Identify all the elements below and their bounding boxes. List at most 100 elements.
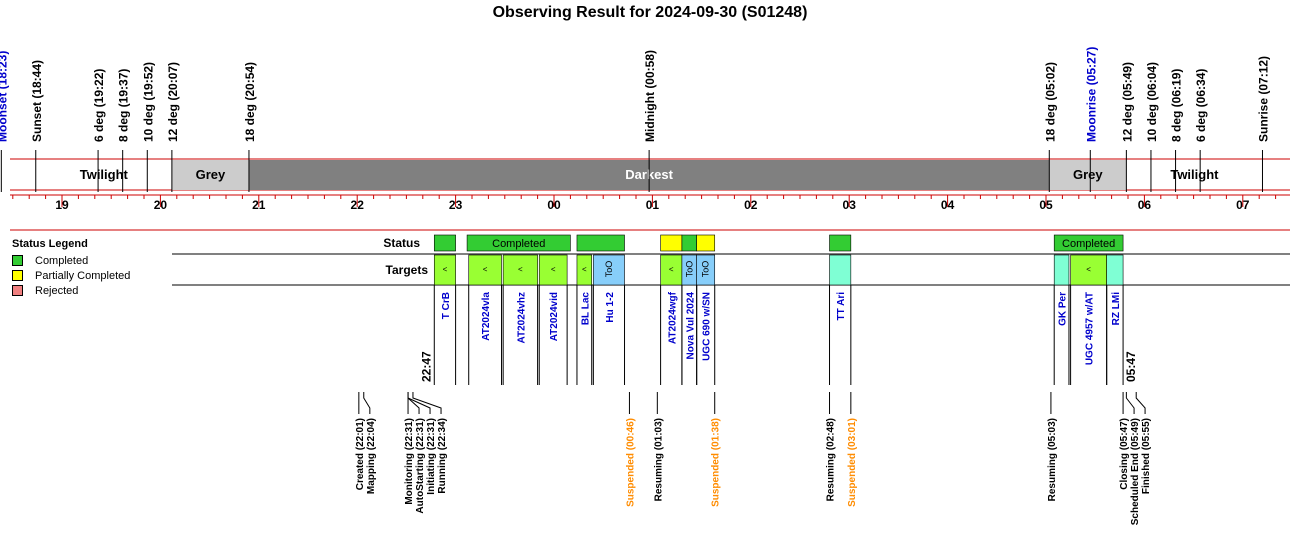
target-block [1070, 254, 1107, 286]
legend-swatch-rejected [12, 285, 23, 296]
target-name-label: UGC 690 w/SN [702, 292, 713, 361]
target-name-label: T CrB [441, 292, 452, 319]
target-block [538, 254, 568, 286]
status-legend: Status Legend Completed Partially Comple… [12, 238, 130, 298]
hour-label: 01 [646, 198, 660, 212]
hour-label: 00 [547, 198, 561, 212]
target-name-label: AT2024vid [549, 292, 560, 341]
bottom-event-label: Resuming (05:03) [1047, 418, 1058, 501]
bottom-event-label: Suspended (03:01) [847, 418, 858, 507]
top-event-label: Sunrise (07:12) [1256, 56, 1270, 142]
status-block [433, 234, 456, 252]
top-event-label: Midnight (00:58) [643, 50, 657, 142]
top-event-label: 6 deg (19:22) [92, 69, 106, 142]
target-block-glyph: < [483, 265, 488, 274]
top-event-label: 18 deg (05:02) [1043, 62, 1057, 142]
target-block [1053, 254, 1070, 286]
legend-label: Partially Completed [35, 269, 131, 282]
legend-label: Completed [35, 254, 89, 267]
status-block [1053, 234, 1124, 252]
top-event-label: 10 deg (19:52) [141, 62, 155, 142]
top-event-label: 12 deg (05:49) [1120, 62, 1134, 142]
top-event-label: 10 deg (06:04) [1145, 62, 1159, 142]
band-grey [171, 160, 249, 190]
status-row-label: Status [383, 236, 420, 250]
hour-label: 22 [351, 198, 365, 212]
target-block-glyph: ToO [684, 261, 694, 278]
target-name-label: Nova Vul 2024 [685, 292, 696, 360]
top-event-label: 8 deg (19:37) [117, 69, 131, 142]
top-event-label: 8 deg (06:19) [1170, 69, 1184, 142]
target-block [468, 254, 502, 286]
band-grey [1049, 160, 1127, 190]
hour-label: 04 [941, 198, 955, 212]
target-block [593, 254, 625, 286]
target-name-label: RZ LMi [1111, 292, 1122, 326]
target-name-label: AT2024vla [481, 292, 492, 341]
band-label: Twilight [80, 167, 129, 182]
target-block-glyph: < [669, 265, 674, 274]
hour-label: 21 [252, 198, 266, 212]
hour-label: 03 [843, 198, 857, 212]
target-name-label: AT2024vhz [516, 292, 527, 344]
bottom-event-leader [412, 392, 442, 414]
status-block [466, 234, 571, 252]
chart-title: Observing Result for 2024-09-30 (S01248) [492, 4, 808, 21]
legend-swatch-completed [12, 255, 23, 266]
time-mark-label: 22:47 [419, 351, 433, 382]
target-name-label: AT2024wgf [667, 291, 678, 344]
bottom-event-leader [407, 392, 420, 414]
bottom-event-label: Resuming (02:48) [826, 418, 837, 501]
target-block-glyph: ToO [604, 261, 614, 278]
target-name-label: TT Ari [836, 292, 847, 321]
top-event-label: 18 deg (20:54) [243, 62, 257, 142]
bottom-event-label: Running (22:34) [437, 418, 448, 494]
bottom-event-label: Mapping (22:04) [366, 418, 377, 494]
band-label: Twilight [1170, 167, 1219, 182]
status-block-label: Completed [492, 238, 545, 250]
status-block [576, 234, 625, 252]
status-block [829, 234, 852, 252]
band-label: Grey [196, 167, 226, 182]
status-block [681, 234, 697, 252]
bottom-event-label: Created (22:01) [355, 418, 366, 490]
time-mark-label: 05:47 [1124, 351, 1138, 382]
target-name-label: UGC 4957 w/AT [1085, 292, 1096, 365]
hour-label: 23 [449, 198, 463, 212]
hour-label: 06 [1138, 198, 1152, 212]
bottom-event-label: Resuming (01:03) [653, 418, 664, 501]
legend-label: Rejected [35, 284, 79, 297]
target-name-label: GK Per [1058, 292, 1069, 326]
bottom-event-leader [363, 392, 371, 414]
hour-label: 07 [1236, 198, 1250, 212]
bottom-event-label: Scheduled End (05:49) [1130, 418, 1141, 525]
bottom-event-leader [1135, 392, 1146, 414]
status-block [660, 234, 683, 252]
hour-label: 02 [744, 198, 758, 212]
band-label: Grey [1073, 167, 1103, 182]
target-block-glyph: < [443, 265, 448, 274]
target-name-label: BL Lac [580, 292, 591, 326]
hour-label: 05 [1039, 198, 1053, 212]
top-event-label: Sunset (18:44) [30, 60, 44, 142]
top-event-label: 6 deg (06:34) [1194, 69, 1208, 142]
bottom-event-label: Suspended (00:46) [625, 418, 636, 507]
target-block-glyph: < [551, 265, 556, 274]
target-block [829, 254, 852, 286]
target-block [433, 254, 456, 286]
bottom-event-label: Closing (05:47) [1119, 418, 1130, 490]
target-block-glyph: < [1086, 265, 1091, 274]
status-block-label: Completed [1062, 238, 1115, 250]
target-block-glyph: ToO [701, 261, 711, 278]
target-block [1106, 254, 1124, 286]
target-block [576, 254, 593, 286]
bottom-event-label: Initiating (22:31) [426, 418, 437, 495]
legend-item-completed: Completed [12, 253, 130, 268]
target-block [502, 254, 538, 286]
hour-label: 19 [55, 198, 69, 212]
bottom-event-label: AutoStarting (22:31) [415, 418, 426, 514]
legend-title: Status Legend [12, 238, 88, 250]
target-block-glyph: < [582, 265, 587, 274]
status-block [696, 234, 716, 252]
